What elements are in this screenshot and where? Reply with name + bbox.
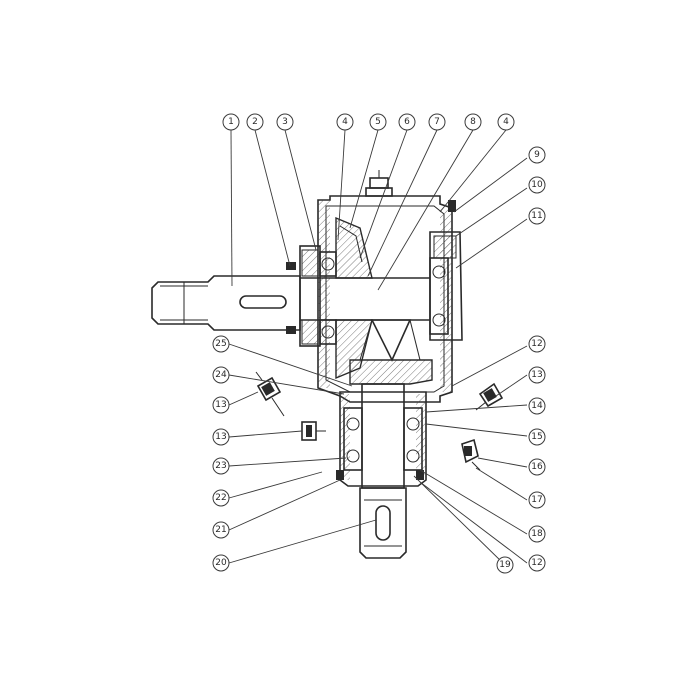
output-bevel-gear [349,319,433,385]
callout-6: 6 [398,113,416,131]
callout-11: 11 [528,207,546,225]
svg-text:9: 9 [534,150,540,160]
callout-20: 20 [212,554,230,572]
input-seal-carrier [286,245,321,347]
callout-18: 18 [528,525,546,543]
callout-24: 24 [212,366,230,384]
svg-text:5: 5 [375,117,381,127]
breather-plug [365,170,393,197]
callout-7: 7 [428,113,446,131]
leader-lines [228,129,528,566]
svg-text:13: 13 [215,432,226,442]
svg-text:12: 12 [531,339,542,349]
output-shaft [359,383,407,559]
grease-nipple-left [255,371,285,417]
svg-text:12: 12 [531,558,542,568]
right-end-cover [429,200,463,341]
callout-25: 25 [212,335,230,353]
callout-balloons: 1 2 3 4 5 6 7 8 4 9 10 11 12 13 14 15 16… [212,113,546,574]
drain-plug [461,438,481,471]
callout-3: 3 [276,113,294,131]
svg-text:15: 15 [531,432,542,442]
svg-text:3: 3 [282,117,288,127]
callout-13-right: 13 [528,366,546,384]
svg-text:7: 7 [434,117,440,127]
svg-text:20: 20 [215,558,227,568]
callout-21: 21 [212,521,230,539]
callout-13-left-lower: 13 [212,428,230,446]
callout-15: 15 [528,428,546,446]
svg-text:24: 24 [215,370,227,380]
callout-2: 2 [246,113,264,131]
input-bevel-gear [335,216,373,380]
svg-text:14: 14 [531,401,543,411]
callout-22: 22 [212,489,230,507]
svg-text:25: 25 [215,339,226,349]
svg-text:11: 11 [531,211,542,221]
callout-13-left-upper: 13 [212,396,230,414]
svg-text:4: 4 [342,117,348,127]
callout-16: 16 [528,458,546,476]
svg-text:17: 17 [531,495,542,505]
svg-text:10: 10 [531,180,543,190]
callout-14: 14 [528,397,546,415]
svg-text:1: 1 [228,117,234,127]
input-shaft [151,275,430,331]
svg-text:22: 22 [215,493,226,503]
callout-19: 19 [496,556,514,574]
callout-4-top-left: 4 [336,113,354,131]
svg-text:16: 16 [531,462,543,472]
callout-12-upper: 12 [528,335,546,353]
svg-text:21: 21 [215,525,226,535]
svg-text:18: 18 [531,529,543,539]
callout-10: 10 [528,176,546,194]
callout-9: 9 [528,146,546,164]
callout-8: 8 [464,113,482,131]
callout-12-lower: 12 [528,554,546,572]
grease-nipple-right [475,382,504,411]
plug-screw [301,421,326,441]
callout-1: 1 [222,113,240,131]
svg-text:13: 13 [215,400,226,410]
callout-17: 17 [528,491,546,509]
svg-text:23: 23 [215,461,226,471]
callout-23: 23 [212,457,230,475]
callout-5: 5 [369,113,387,131]
svg-text:19: 19 [499,560,511,570]
svg-text:2: 2 [252,117,258,127]
svg-text:13: 13 [531,370,542,380]
svg-text:8: 8 [470,117,476,127]
svg-text:6: 6 [404,117,410,127]
svg-text:4: 4 [503,117,509,127]
output-bearing-housing [336,391,427,487]
callout-4-top-right: 4 [497,113,515,131]
